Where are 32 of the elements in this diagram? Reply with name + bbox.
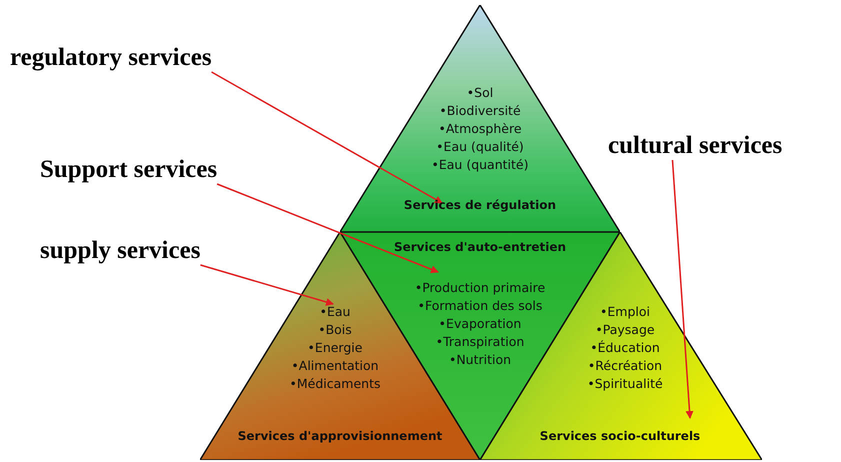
list-item: •Transpiration [436, 334, 524, 349]
callout-label: regulatory services [10, 44, 212, 72]
list-item: •Production primaire [414, 280, 546, 295]
leader-line [211, 71, 443, 204]
leader-line [200, 264, 334, 306]
callout-label: supply services [40, 237, 200, 265]
section-title: Services socio-culturels [540, 429, 700, 444]
list-item: •Médicaments [290, 376, 380, 391]
list-item: •Emploi [600, 304, 650, 319]
list-item: •Éducation [590, 340, 660, 355]
section-title: Services de régulation [404, 198, 556, 213]
list-item: •Spiritualité [587, 376, 663, 391]
list-item: •Formation des sols [418, 298, 542, 313]
section-title: Services d'approvisionnement [238, 429, 442, 444]
list-item: •Eau [320, 304, 350, 319]
list-item: •Evaporation [438, 316, 522, 331]
list-item: •Atmosphère [438, 121, 522, 136]
list-item: •Récréation [588, 358, 662, 373]
list-item: •Alimentation [291, 358, 379, 373]
list-item: •Bois [318, 322, 352, 337]
list-item: •Nutrition [448, 352, 512, 367]
callout-label: Support services [40, 156, 218, 184]
leader-line [216, 183, 439, 274]
list-item: •Sol [466, 85, 494, 100]
list-item: •Eau (qualité) [436, 139, 524, 154]
list-item: •Energie [308, 340, 362, 355]
callout-label: cultural services [608, 132, 782, 160]
section-title: Services d'auto-entretien [394, 240, 566, 255]
list-item: •Eau (quantité) [432, 157, 528, 172]
list-item: •Paysage [595, 322, 655, 337]
list-item: •Biodiversité [439, 103, 521, 118]
leader-line [672, 160, 694, 419]
